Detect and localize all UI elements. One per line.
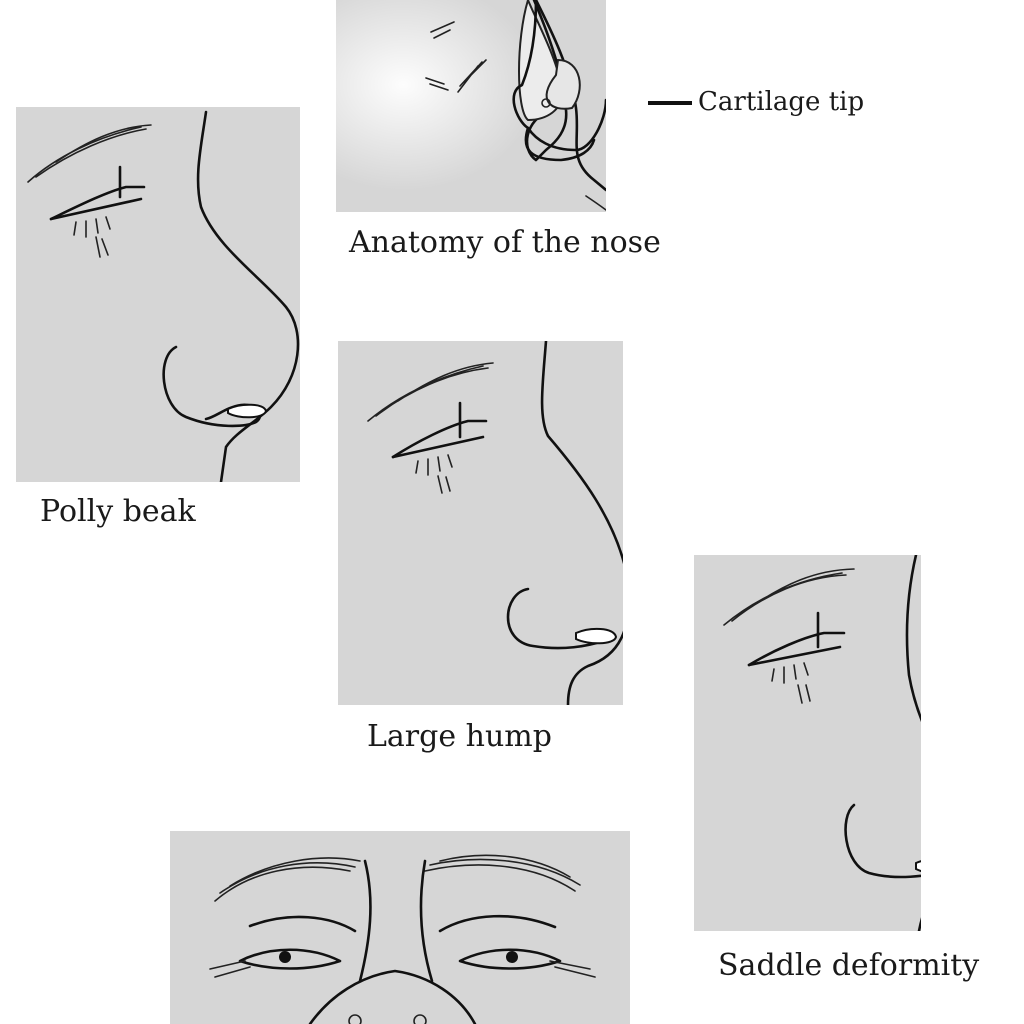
anatomy-caption: Anatomy of the nose bbox=[349, 225, 661, 260]
polly-beak-caption: Polly beak bbox=[40, 494, 196, 529]
frontal-face-illustration bbox=[170, 831, 630, 1024]
large-hump-illustration bbox=[338, 341, 623, 705]
polly-beak-illustration bbox=[16, 107, 300, 482]
cartilage-tip-leader-line bbox=[648, 101, 692, 105]
anatomy-illustration bbox=[336, 0, 606, 212]
large-hump-caption: Large hump bbox=[367, 719, 552, 754]
saddle-deformity-illustration bbox=[694, 555, 921, 931]
cartilage-tip-label: Cartilage tip bbox=[698, 87, 865, 117]
saddle-deformity-caption: Saddle deformity bbox=[718, 948, 980, 983]
